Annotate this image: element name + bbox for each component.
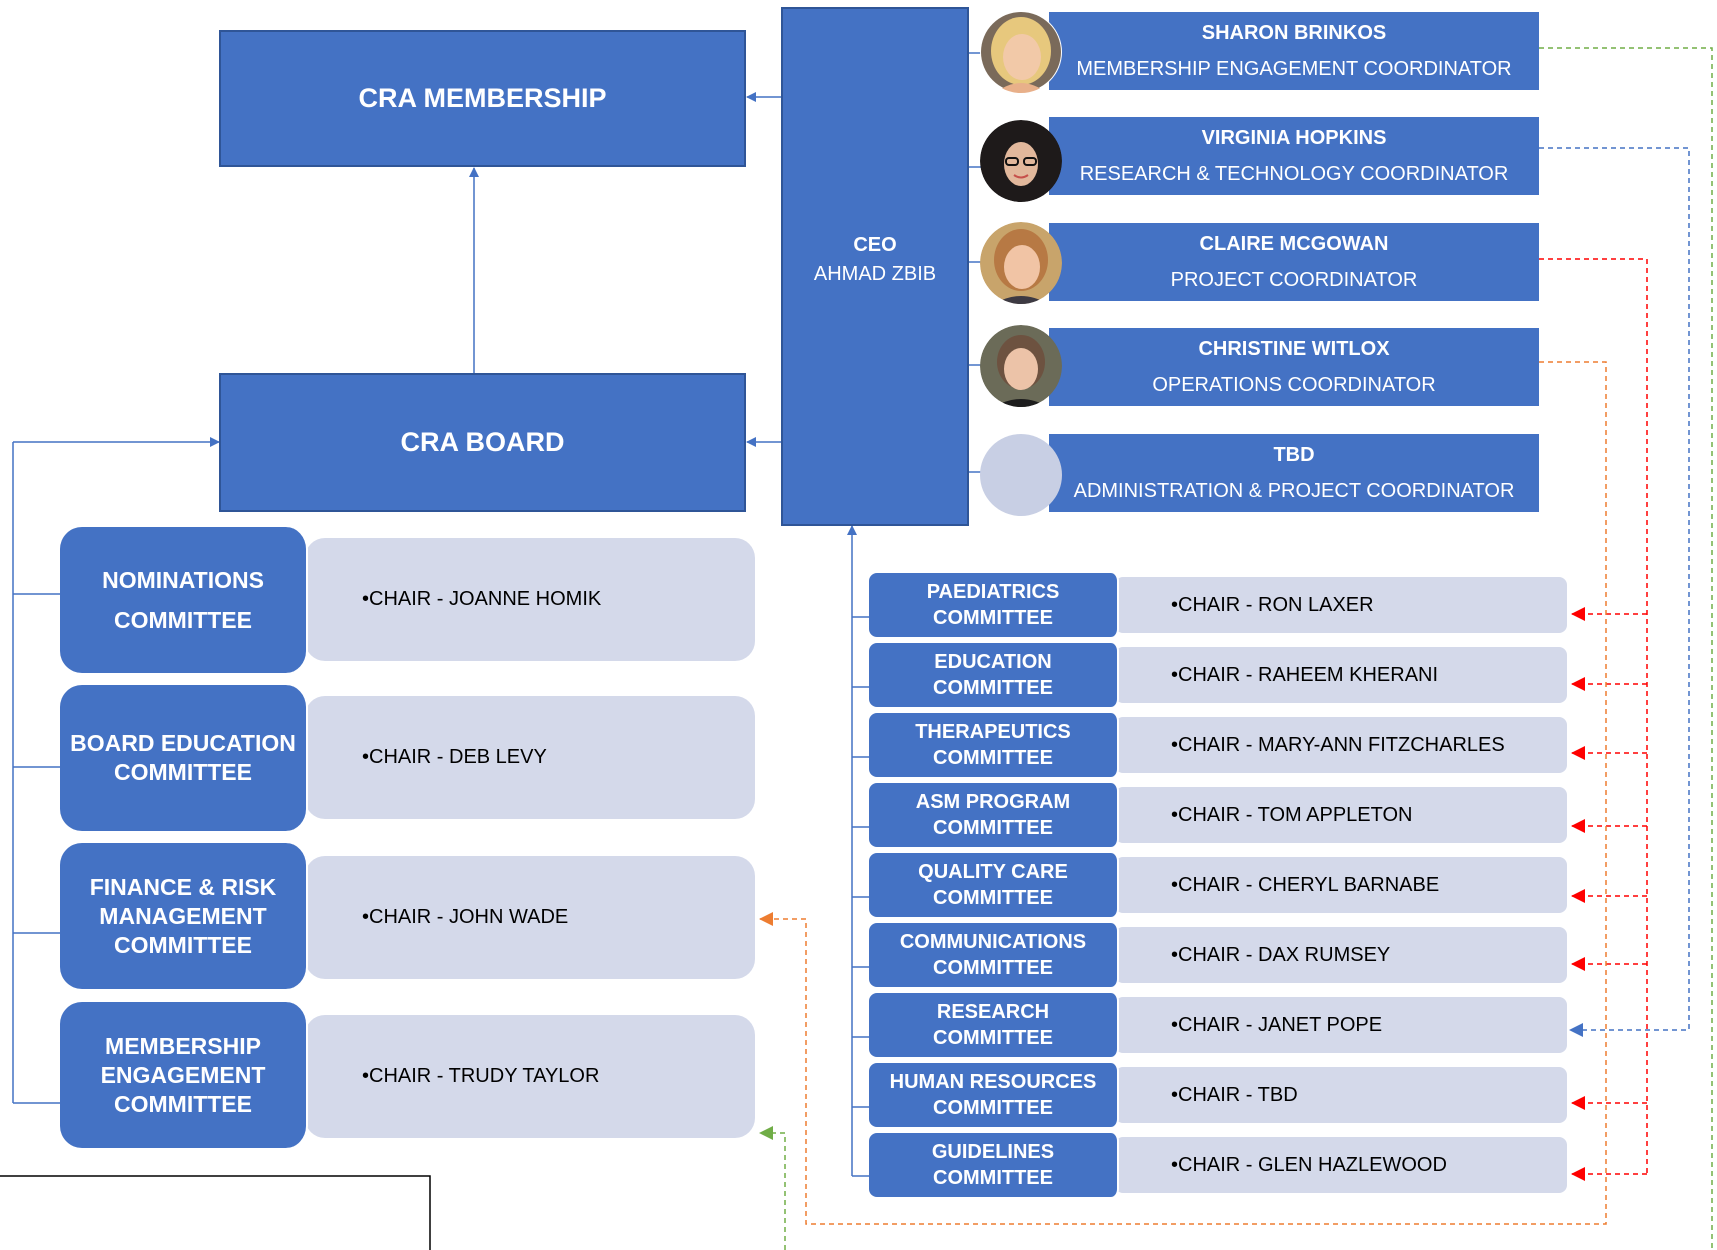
paediatrics-committee-box: PAEDIATRICS COMMITTEE [869, 573, 1119, 637]
committee-line2: COMMITTEE [114, 607, 252, 633]
chair-text: •CHAIR - JOHN WADE [362, 906, 569, 928]
chair-text: •CHAIR - DAX RUMSEY [1171, 943, 1391, 966]
placeholder-avatar-circle [980, 434, 1062, 516]
chair-text: •CHAIR - DEB LEVY [362, 746, 547, 768]
staff-card-christine: CHRISTINE WITLOX OPERATIONS COORDINATOR [1049, 328, 1539, 406]
cra-membership-label: CRA MEMBERSHIP [358, 83, 607, 113]
committee-line2: COMMITTEE [114, 759, 252, 785]
education-committee-box: EDUCATION COMMITTEE [869, 643, 1119, 707]
staff-name: VIRGINIA HOPKINS [1201, 127, 1387, 149]
committee-line1: ASM PROGRAM [915, 791, 1071, 813]
human-resources-committee-box: HUMAN RESOURCES COMMITTEE [869, 1063, 1119, 1127]
committee-line2: COMMITTEE [933, 957, 1053, 979]
board-education-chair-box: •CHAIR - DEB LEVY [305, 696, 755, 819]
asm-program-committee-box: ASM PROGRAM COMMITTEE [869, 783, 1119, 847]
chair-text: •CHAIR - RON LAXER [1171, 593, 1374, 616]
staff-role: PROJECT COORDINATOR [1170, 269, 1418, 291]
staff-role: ADMINISTRATION & PROJECT COORDINATOR [1073, 480, 1515, 502]
staff-name: CLAIRE MCGOWAN [1199, 233, 1389, 255]
chair-text: •CHAIR - JOANNE HOMIK [362, 588, 602, 610]
committee-line2: COMMITTEE [933, 1167, 1053, 1189]
committee-line2: ENGAGEMENT [100, 1061, 266, 1088]
committee-line1: THERAPEUTICS [915, 721, 1071, 743]
asm-program-chair-box: •CHAIR - TOM APPLETON [1115, 787, 1567, 843]
chair-text: •CHAIR - TBD [1171, 1083, 1298, 1106]
quality-care-committee-box: QUALITY CARE COMMITTEE [869, 853, 1119, 917]
ceo-name: AHMAD ZBIB [813, 263, 937, 285]
staff-role: OPERATIONS COORDINATOR [1152, 374, 1436, 396]
committee-line1: PAEDIATRICS [926, 581, 1060, 603]
staff-role: MEMBERSHIP ENGAGEMENT COORDINATOR [1076, 58, 1512, 80]
committee-line1: COMMUNICATIONS [899, 931, 1087, 953]
staff-card-virginia: VIRGINIA HOPKINS RESEARCH & TECHNOLOGY C… [1049, 117, 1539, 195]
committee-line2: COMMITTEE [933, 747, 1053, 769]
guidelines-committee-box: GUIDELINES COMMITTEE [869, 1133, 1119, 1197]
committee-line3: COMMITTEE [114, 931, 252, 958]
staff-card-claire: CLAIRE MCGOWAN PROJECT COORDINATOR [1049, 223, 1539, 301]
committee-line2: COMMITTEE [933, 1097, 1053, 1119]
therapeutics-chair-box: •CHAIR - MARY-ANN FITZCHARLES [1115, 717, 1567, 773]
chair-text: •CHAIR - GLEN HAZLEWOOD [1171, 1153, 1447, 1176]
staff-name: SHARON BRINKOS [1201, 22, 1387, 44]
human-resources-chair-box: •CHAIR - TBD [1115, 1067, 1567, 1123]
committee-line2: MANAGEMENT [99, 902, 267, 929]
committee-line2: COMMITTEE [933, 887, 1053, 909]
communications-committee-box: COMMUNICATIONS COMMITTEE [869, 923, 1119, 987]
research-chair-box: •CHAIR - JANET POPE [1115, 997, 1567, 1053]
membership-engagement-committee-box: MEMBERSHIP ENGAGEMENT COMMITTEE [60, 1002, 308, 1148]
quality-care-chair-box: •CHAIR - CHERYL BARNABE [1115, 857, 1567, 913]
committee-line3: COMMITTEE [114, 1090, 252, 1117]
chair-text: •CHAIR - CHERYL BARNABE [1171, 873, 1440, 896]
communications-chair-box: •CHAIR - DAX RUMSEY [1115, 927, 1567, 983]
ceo-title: CEO [853, 234, 897, 256]
chair-text: •CHAIR - TOM APPLETON [1171, 803, 1413, 826]
staff-name: TBD [1273, 444, 1315, 466]
nominations-chair-box: •CHAIR - JOANNE HOMIK [305, 538, 755, 661]
paediatrics-chair-box: •CHAIR - RON LAXER [1115, 577, 1567, 633]
sharon-photo [980, 11, 1062, 93]
committee-line1: HUMAN RESOURCES [889, 1071, 1097, 1093]
committee-line1: MEMBERSHIP [105, 1032, 261, 1059]
research-committee-box: RESEARCH COMMITTEE [869, 993, 1119, 1057]
committee-line1: BOARD EDUCATION [70, 730, 296, 756]
staff-card-sharon: SHARON BRINKOS MEMBERSHIP ENGAGEMENT COO… [1049, 12, 1539, 90]
cra-board-label: CRA BOARD [400, 427, 565, 457]
committee-line1: NOMINATIONS [102, 567, 264, 593]
chair-text: •CHAIR - TRUDY TAYLOR [362, 1065, 600, 1087]
education-chair-box: •CHAIR - RAHEEM KHERANI [1115, 647, 1567, 703]
committee-line1: EDUCATION [934, 651, 1052, 673]
christine-photo [980, 325, 1062, 407]
therapeutics-committee-box: THERAPEUTICS COMMITTEE [869, 713, 1119, 777]
committee-line1: FINANCE & RISK [89, 873, 277, 900]
committee-line2: COMMITTEE [933, 607, 1053, 629]
finance-risk-committee-box: FINANCE & RISK MANAGEMENT COMMITTEE [60, 843, 308, 989]
membership-engagement-chair-box: •CHAIR - TRUDY TAYLOR [305, 1015, 755, 1138]
claire-photo [980, 222, 1062, 304]
committee-line1: QUALITY CARE [918, 861, 1068, 883]
nominations-committee-box: NOMINATIONS COMMITTEE [60, 527, 308, 673]
staff-card-tbd: TBD ADMINISTRATION & PROJECT COORDINATOR [1049, 434, 1539, 512]
committee-line2: COMMITTEE [933, 817, 1053, 839]
cra-board-box: CRA BOARD [219, 373, 746, 512]
staff-name: CHRISTINE WITLOX [1198, 338, 1390, 360]
committee-line1: GUIDELINES [931, 1141, 1055, 1163]
committee-line1: RESEARCH [936, 1001, 1050, 1023]
chair-text: •CHAIR - MARY-ANN FITZCHARLES [1171, 733, 1505, 756]
committee-line2: COMMITTEE [933, 677, 1053, 699]
chair-text: •CHAIR - JANET POPE [1171, 1013, 1383, 1036]
committee-line2: COMMITTEE [933, 1027, 1053, 1049]
cra-membership-box: CRA MEMBERSHIP [219, 30, 746, 167]
board-education-committee-box: BOARD EDUCATION COMMITTEE [60, 685, 308, 831]
ceo-box: CEO AHMAD ZBIB [781, 7, 969, 526]
virginia-photo [980, 120, 1062, 202]
guidelines-chair-box: •CHAIR - GLEN HAZLEWOOD [1115, 1137, 1567, 1193]
finance-risk-chair-box: •CHAIR - JOHN WADE [305, 856, 755, 979]
chair-text: •CHAIR - RAHEEM KHERANI [1171, 663, 1439, 686]
staff-role: RESEARCH & TECHNOLOGY COORDINATOR [1079, 163, 1509, 185]
